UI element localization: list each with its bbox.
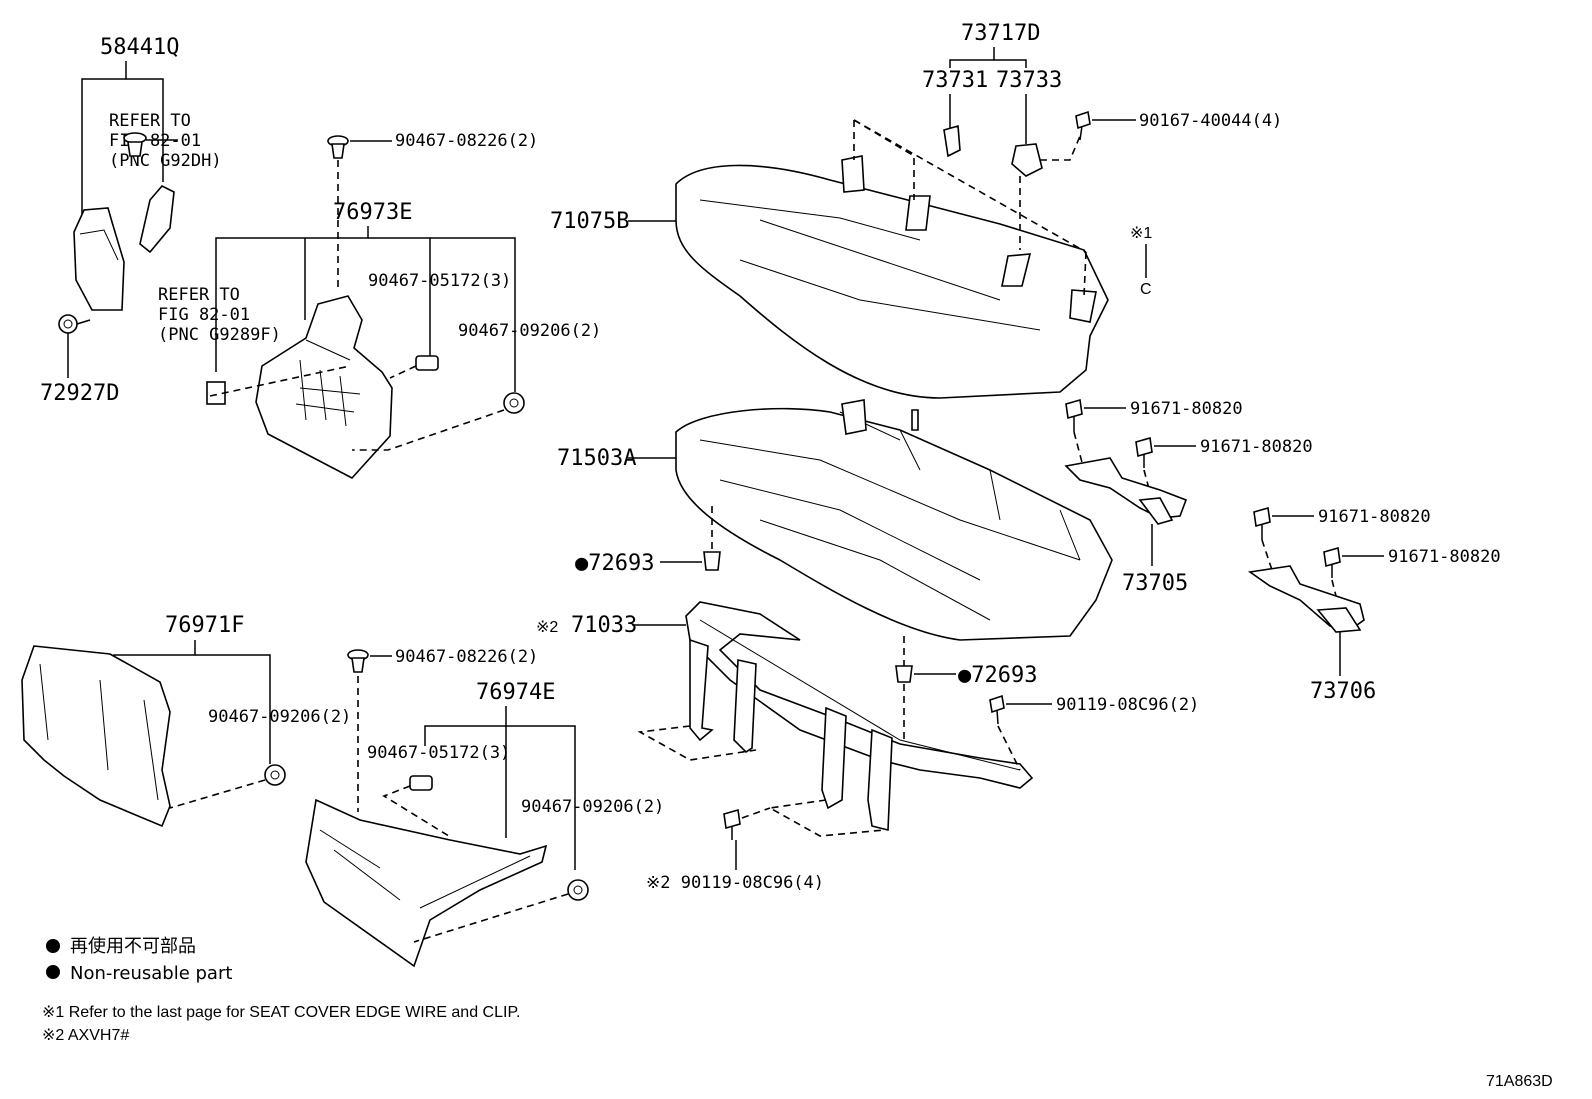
note1-marker: ※1 — [1130, 225, 1152, 242]
refer-note-2-line1: REFER TO — [158, 285, 240, 305]
bracket-73733 — [1011, 143, 1043, 177]
bullet-icon — [46, 965, 60, 979]
trim-panel-58441Q — [73, 207, 125, 311]
group-frame: ※2 71033 90119-08C96(2) ※2 90119-08C96(4… — [536, 601, 1199, 893]
refer-note-1-line3: (PNC G92DH) — [109, 151, 222, 171]
refer-note-2-line2: FIG 82-01 — [158, 305, 250, 325]
seat-back-cover-71075B — [675, 164, 1109, 399]
label-72693-b: ●72693 — [958, 663, 1037, 688]
label-71033: 71033 — [571, 613, 637, 638]
label-73731: 73731 — [922, 68, 988, 93]
label-76973E: 76973E — [333, 200, 412, 225]
label-72693-a: ●72693 — [575, 551, 654, 576]
fastener-72927D — [58, 314, 91, 334]
clip-72693-left — [703, 551, 721, 571]
clip-90467-09206-a — [503, 392, 525, 414]
trim-panel-76971F — [21, 645, 171, 828]
label-73717D: 73717D — [961, 21, 1040, 46]
label-91671-80820-d: 91671-80820 — [1388, 547, 1501, 567]
bullet-icon — [46, 939, 60, 953]
label-58441Q: 58441Q — [100, 35, 179, 60]
label-73705: 73705 — [1122, 571, 1188, 596]
refer-note-1-line2: FIG 82-01 — [109, 131, 201, 151]
refer-note-1-line1: REFER TO — [109, 111, 191, 131]
label-90467-08226-b: 90467-08226(2) — [395, 647, 538, 667]
label-91671-80820-c: 91671-80820 — [1318, 507, 1431, 527]
clip-90467-09206-b — [264, 764, 286, 786]
label-71503A: 71503A — [557, 446, 636, 471]
clip-90467-09206-c — [567, 879, 589, 901]
label-90167-40044: 90167-40044(4) — [1139, 111, 1282, 131]
label-73733: 73733 — [996, 68, 1062, 93]
legend-en: Non-reusable part — [70, 963, 232, 984]
bolt-91671-80820-d — [1323, 546, 1341, 578]
label-90467-05172-a: 90467-05172(3) — [368, 271, 511, 291]
group-76974E: 90467-08226(2) 76974E 90467-05172(3) 904… — [305, 647, 664, 968]
bolt-90119-08C96-a — [989, 694, 1005, 725]
figure-id: 71A863D — [1486, 1073, 1553, 1090]
label-90467-09206-a: 90467-09206(2) — [458, 321, 601, 341]
note-2: ※2 AXVH7# — [42, 1027, 129, 1044]
label-90467-09206-c: 90467-09206(2) — [521, 797, 664, 817]
label-90119-08C96-b: ※2 90119-08C96(4) — [646, 873, 824, 893]
bolt-91671-80820-b — [1135, 436, 1153, 468]
label-76971F: 76971F — [165, 613, 244, 638]
bolt-91671-80820-a — [1065, 398, 1083, 432]
seat-cushion-71503A — [675, 407, 1113, 641]
group-seat-back: 73717D 73731 73733 90167-40044(4) 71075B… — [550, 21, 1282, 399]
hinge-73705 — [1064, 457, 1188, 519]
label-90467-08226-a: 90467-08226(2) — [395, 131, 538, 151]
note-1: ※1 Refer to the last page for SEAT COVER… — [42, 1004, 521, 1021]
bolt-90167-40044 — [1075, 110, 1091, 141]
group-seat-cushion: 71503A ●72693 ●72693 — [557, 399, 1113, 740]
legend-jp: 再使用不可部品 — [70, 936, 196, 957]
legend: 再使用不可部品 Non-reusable part — [46, 936, 232, 984]
label-71075B: 71075B — [550, 209, 629, 234]
bracket-73731 — [943, 124, 961, 158]
trim-panel-76974E — [305, 798, 548, 968]
clip-72693-right — [895, 665, 913, 683]
label-71033-prefix: ※2 — [536, 619, 558, 636]
bolt-90119-08C96-b — [723, 808, 741, 840]
note1-clip-c: C — [1140, 281, 1152, 298]
label-90467-05172-b: 90467-05172(3) — [367, 743, 510, 763]
label-90467-09206-b: 90467-09206(2) — [208, 707, 351, 727]
bolt-91671-80820-c — [1253, 506, 1271, 540]
clip-90467-08226-bottom — [347, 649, 369, 673]
group-76971F: 76971F 90467-09206(2) — [21, 613, 351, 828]
label-91671-80820-a: 91671-80820 — [1130, 399, 1243, 419]
trim-panel-76973E — [255, 295, 393, 479]
label-72927D: 72927D — [40, 381, 119, 406]
group-76973E: 90467-08226(2) 76973E REFER TO FIG 82-01… — [123, 131, 601, 479]
label-76974E: 76974E — [476, 680, 555, 705]
label-91671-80820-b: 91671-80820 — [1200, 437, 1313, 457]
group-73705: 91671-80820 91671-80820 73705 — [1064, 398, 1313, 596]
group-73706: 91671-80820 91671-80820 73706 — [1247, 506, 1501, 704]
label-73706: 73706 — [1310, 679, 1376, 704]
clip-90467-08226-top — [123, 132, 178, 157]
group-58441Q: 58441Q REFER TO FIG 82-01 (PNC G92DH) 72… — [40, 35, 222, 406]
label-90119-08C96-a: 90119-08C96(2) — [1056, 695, 1199, 715]
refer-note-2-line3: (PNC G9289F) — [158, 325, 281, 345]
